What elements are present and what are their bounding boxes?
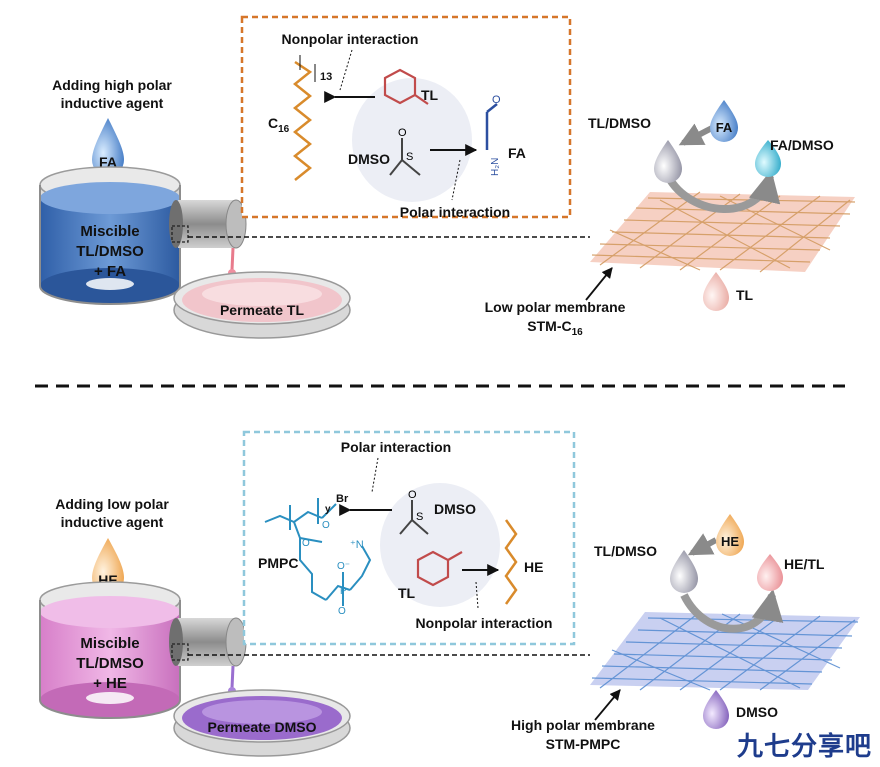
svg-text:H₂N: H₂N	[490, 158, 501, 176]
top-beaker: Miscible TL/DMSO + FA	[39, 166, 181, 305]
svg-text:O: O	[398, 127, 407, 139]
svg-text:P: P	[340, 586, 347, 597]
top-drop-top-label: FA	[716, 120, 733, 135]
bottom-transport-arrow	[680, 588, 784, 633]
bottom-membrane-label-line2: STM-PMPC	[546, 736, 621, 752]
dmso-label: DMSO	[348, 151, 390, 167]
permeate-dmso-label: Permeate DMSO	[208, 719, 317, 735]
fa-label: FA	[508, 145, 526, 161]
fa-drop: FA	[92, 118, 124, 176]
n13-label: 13	[320, 71, 332, 83]
svg-text:O: O	[492, 94, 501, 106]
fa-drop-small: FA	[710, 100, 738, 142]
fa-dmso-drop: FA/DMSO	[755, 137, 834, 177]
fa-drop-label: FA	[99, 154, 117, 170]
bottom-interaction-box: Polar interaction Br y O O O⁻	[242, 430, 576, 646]
bottom-drop-top-label: HE	[721, 534, 739, 549]
top-membrane-label-line2: STM-C16	[527, 318, 583, 338]
bottom-nonpolar-interaction-label: Nonpolar interaction	[416, 615, 553, 631]
svg-text:O: O	[408, 489, 417, 501]
top-membrane	[590, 191, 856, 273]
permeate-tl-label: Permeate TL	[220, 302, 304, 318]
polar-interaction-label: Polar interaction	[400, 204, 510, 220]
bottom-pipe	[169, 617, 247, 695]
top-drop-left-label: TL/DMSO	[588, 115, 651, 131]
watermark: 九七分享吧	[736, 732, 872, 762]
bottom-drop-right-label: HE/TL	[784, 556, 825, 572]
svg-text:O: O	[322, 520, 330, 531]
bottom-agent-label-line2: inductive agent	[61, 514, 164, 530]
bottom-beaker-line1: Miscible	[80, 635, 139, 652]
bottom-beaker-line3: + HE	[93, 675, 127, 692]
bottom-he-label: HE	[524, 559, 543, 575]
top-pipe	[169, 199, 247, 277]
tl-dmso-drop-top: TL/DMSO	[588, 115, 682, 183]
bottom-beaker: Miscible TL/DMSO + HE	[39, 581, 181, 719]
top-agent-label-line2: inductive agent	[61, 95, 164, 111]
top-permeate-dish: Permeate TL	[173, 271, 351, 339]
top-drop-right-label: FA/DMSO	[770, 137, 834, 153]
bottom-membrane	[590, 611, 860, 691]
bottom-membrane-arrow	[594, 689, 621, 721]
top-membrane-arrow	[585, 267, 613, 301]
svg-text:O: O	[302, 538, 310, 549]
bottom-tl-label: TL	[398, 585, 416, 601]
top-agent-label-line1: Adding high polar	[52, 77, 172, 93]
tl-label: TL	[421, 87, 439, 103]
bottom-dmso-label: DMSO	[434, 501, 476, 517]
bottom-panel: Adding low polar inductive agent HE Misc…	[39, 430, 860, 757]
svg-text:⁺N: ⁺N	[350, 539, 364, 551]
svg-text:S: S	[406, 151, 413, 163]
top-panel: Adding high polar inductive agent FA Mis…	[39, 15, 856, 339]
bottom-agent-label-line1: Adding low polar	[55, 496, 169, 512]
tl-drop-bottom: TL	[703, 272, 754, 311]
bottom-drop-left-label: TL/DMSO	[594, 543, 657, 559]
top-beaker-line1: Miscible	[80, 223, 139, 240]
y-label: y	[325, 504, 331, 515]
top-interaction-box: Nonpolar interaction 13 C16 TL O S DMSO	[240, 15, 572, 220]
bottom-drop-bottom-label: DMSO	[736, 704, 778, 720]
c16-label: C16	[268, 115, 290, 135]
tl-dmso-drop-bottom: TL/DMSO	[594, 543, 698, 593]
nonpolar-interaction-label: Nonpolar interaction	[282, 31, 419, 47]
dmso-drop-bottom: DMSO	[703, 690, 778, 729]
bottom-permeate-dish: Permeate DMSO	[173, 689, 351, 757]
bottom-membrane-label-line1: High polar membrane	[511, 717, 655, 733]
br-label: Br	[336, 493, 349, 505]
top-transport-arrow	[664, 169, 781, 213]
top-beaker-line2: TL/DMSO	[76, 243, 144, 260]
he-drop-small: HE	[716, 514, 744, 556]
svg-text:O⁻: O⁻	[337, 561, 350, 572]
bottom-polar-interaction-label: Polar interaction	[341, 439, 451, 455]
svg-text:S: S	[416, 511, 423, 523]
top-beaker-line3: + FA	[94, 263, 126, 280]
pmpc-label: PMPC	[258, 555, 298, 571]
bottom-beaker-line2: TL/DMSO	[76, 655, 144, 672]
svg-text:O: O	[338, 606, 346, 617]
he-tl-drop: HE/TL	[757, 554, 825, 591]
top-drop-bottom-label: TL	[736, 287, 754, 303]
top-membrane-label-line1: Low polar membrane	[485, 299, 626, 315]
